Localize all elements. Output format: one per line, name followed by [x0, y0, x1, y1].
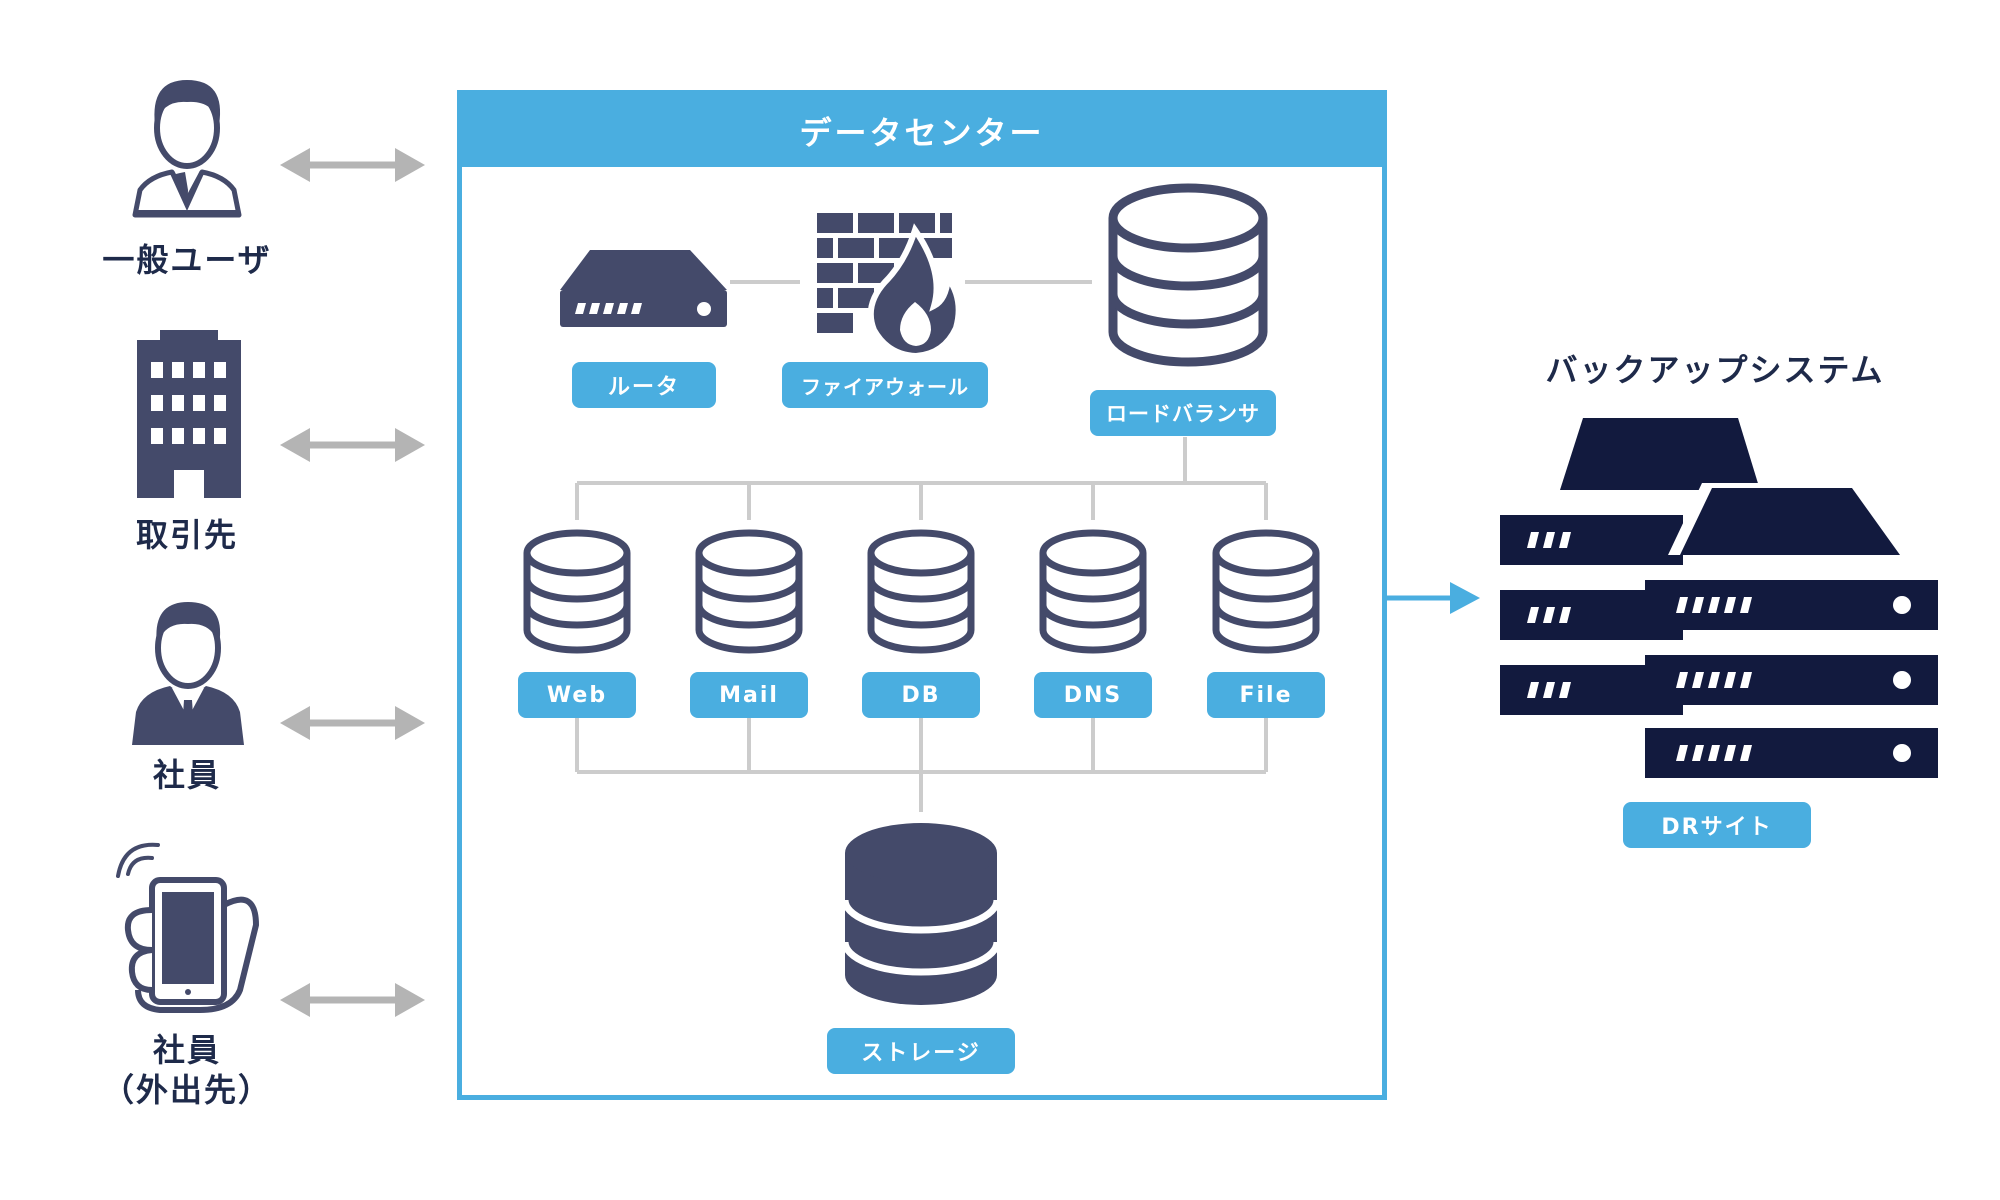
- server-icon-file: [1212, 529, 1320, 654]
- server-icon-web: [523, 529, 631, 654]
- server-label-file: File: [1207, 672, 1325, 718]
- partner-connection-arrow: [280, 428, 425, 462]
- server-label-mail: Mail: [690, 672, 808, 718]
- remote-employee-connection-arrow: [280, 983, 425, 1017]
- building-icon: [137, 330, 241, 498]
- smartphone-icon: [116, 842, 259, 1013]
- user-icon: [132, 80, 242, 218]
- actor-label-remote-line1: 社員: [152, 1031, 221, 1069]
- actor-label-partner: 取引先: [135, 516, 238, 554]
- user-connection-arrow: [280, 148, 425, 182]
- load-balancer-icon: [1108, 183, 1268, 367]
- datacenter-frame: データセンター: [457, 90, 1387, 1100]
- businessman-icon: [132, 602, 244, 745]
- router-label: ルータ: [572, 362, 716, 408]
- server-label-db: DB: [862, 672, 980, 718]
- server-icon-dns: [1039, 529, 1147, 654]
- router-icon: [560, 250, 727, 327]
- server-label-dns: DNS: [1034, 672, 1152, 718]
- datacenter-title: データセンター: [462, 95, 1382, 167]
- actor-label-general-user: 一般ユーザ: [102, 241, 272, 279]
- backup-server-rack-icon: [1500, 418, 1938, 778]
- actor-label-remote-line2: （外出先）: [101, 1071, 272, 1109]
- actor-label-remote-employee: 社員 （外出先）: [87, 1030, 287, 1110]
- server-label-web: Web: [518, 672, 636, 718]
- dr-site-label: DRサイト: [1623, 802, 1811, 848]
- server-icon-mail: [695, 529, 803, 654]
- actor-label-employee: 社員: [152, 756, 221, 794]
- firewall-label: ファイアウォール: [782, 362, 988, 408]
- server-icon-db: [867, 529, 975, 654]
- storage-label: ストレージ: [827, 1028, 1015, 1074]
- employee-connection-arrow: [280, 706, 425, 740]
- backup-system-title: バックアップシステム: [1545, 351, 1885, 389]
- load-balancer-label: ロードバランサ: [1090, 390, 1276, 436]
- network-links: [575, 280, 1268, 812]
- firewall-icon: [817, 213, 962, 360]
- storage-icon: [841, 823, 1001, 1005]
- backup-arrow: [1387, 582, 1480, 614]
